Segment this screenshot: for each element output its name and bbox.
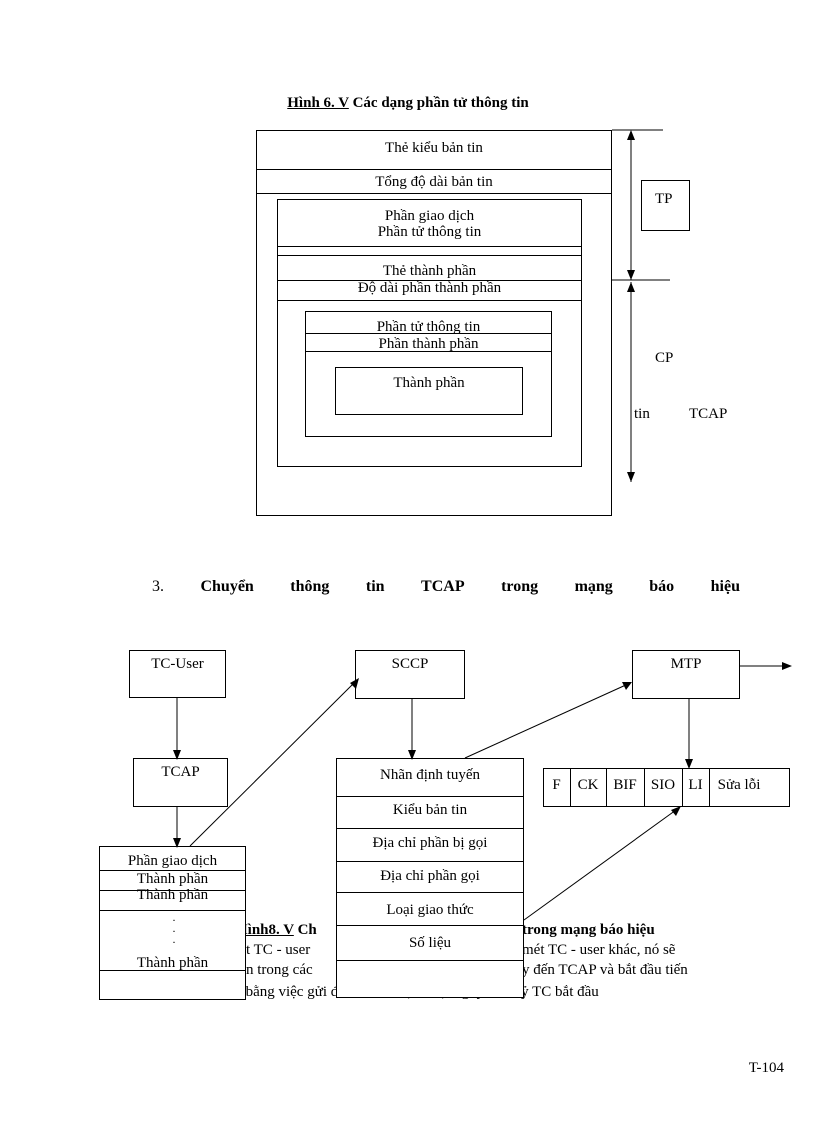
component: Thành phần [136,955,209,971]
divider [305,333,552,334]
figure-number: Hình 6. V [287,95,349,111]
field-error-correction: Sửa lỗi [717,777,761,793]
divider [277,246,582,247]
called-party-address: Địa chỉ phần bị gọi [372,835,488,851]
divider [336,796,524,797]
figure-title: Hình 6. V Các dạng phần tử thông tin [0,95,816,112]
heading-word: Chuyển [200,578,254,595]
component: Thành phần [393,375,465,391]
total-length: Tổng độ dài bản tin [375,174,493,190]
divider [336,892,524,893]
cp-label: CP [655,350,674,366]
heading-word: trong [501,578,539,595]
heading-word: tin [365,578,385,595]
tc-user-label: TC-User [151,656,204,672]
divider [336,861,524,862]
component: Thành phần [136,871,209,887]
transaction-part: Phần giao dịch [384,208,475,224]
field-ck: CK [577,777,599,793]
divider [99,890,246,891]
transaction-part: Phần giao dịch [127,853,218,869]
data-field: Số liệu [408,935,452,951]
component-length: Độ dài phần thành phần [357,280,502,296]
divider [570,768,571,807]
section-heading: 3. Chuyển thông tin TCAP trong mạng báo … [152,578,740,596]
message-type-tag: Thẻ kiểu bản tin [385,140,483,156]
sccp-message-stack [336,758,524,998]
divider [277,255,582,256]
divider [99,870,246,871]
heading-word: hiệu [710,578,740,595]
heading-word: mạng [574,578,613,595]
figure2-caption-end: trong mạng báo hiệu [522,922,655,938]
caption-number: Hình8. V [236,922,294,938]
divider [277,300,582,301]
paragraph-line: y đến TCAP và bắt đầu tiến [522,962,688,978]
field-sio: SIO [650,777,676,793]
tc-user-block [129,650,226,698]
page-number: T-104 [748,1060,784,1076]
mtp-block [632,650,740,699]
info-element: Phần tử thông tin [376,319,481,335]
component-part: Phần thành phần [378,336,479,352]
tp-box [641,180,690,231]
field-bif: BIF [613,777,637,793]
tp-label: TP [655,191,673,207]
divider [305,351,552,352]
divider [606,768,607,807]
figure2-caption: Hình8. V Ch [236,922,317,939]
divider [644,768,645,807]
tcap-block [133,758,228,807]
divider [336,925,524,926]
component: Thành phần [136,887,209,903]
component-tag: Thẻ thành phần [382,263,477,279]
divider [99,910,246,911]
divider [682,768,683,807]
component-box [335,367,523,415]
paragraph-line: n trong các [246,962,313,978]
paragraph-line: mét TC - user khác, nó sẽ [522,942,676,958]
heading-word: TCAP [421,578,465,595]
divider [336,828,524,829]
heading-word: báo [649,578,675,595]
sccp-block [355,650,465,699]
message-type: Kiểu bản tin [392,802,468,818]
mtp-label: MTP [670,656,702,672]
figure-caption: Các dạng phần tử thông tin [348,95,529,111]
tcap-label: TCAP [161,764,200,780]
tcap-message-stack [99,846,246,1000]
signal-unit-frame [543,768,790,807]
field-f: F [552,777,561,793]
field-li: LI [688,777,703,793]
calling-party-address: Địa chỉ phần gọi [380,868,480,884]
protocol-class: Loại giao thức [386,902,474,918]
divider [336,960,524,961]
heading-word: thông [290,578,330,595]
caption-start: Ch [297,922,317,938]
info-element: Phần tử thông tin [377,224,482,240]
ellipsis-dots: ... [172,910,176,946]
section-number: 3. [152,578,164,595]
paragraph-line: t TC - user [246,942,311,958]
routing-label: Nhãn định tuyến [380,767,480,783]
sccp-label: SCCP [391,656,429,672]
divider [277,280,582,281]
divider [99,970,246,971]
tin-label: tin [634,406,650,422]
divider [256,169,612,170]
divider [709,768,710,807]
divider [256,193,612,194]
tcap-label: TCAP [689,406,728,422]
